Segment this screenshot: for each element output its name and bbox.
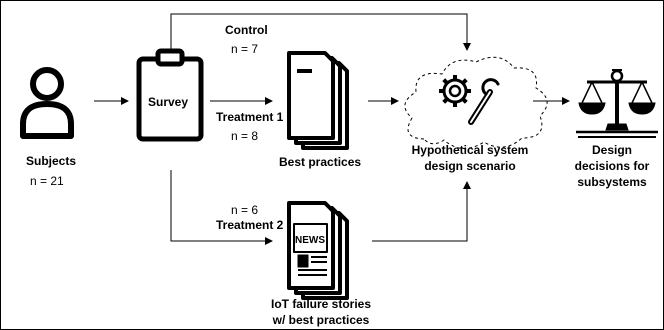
- treatment1-count: n = 8: [231, 129, 259, 143]
- control-count: n = 7: [231, 42, 259, 56]
- balance-scale-icon: [576, 69, 658, 138]
- newspaper-stack-icon: [287, 201, 349, 300]
- cloud-outline: [404, 56, 548, 149]
- arrow-treatment2: [170, 170, 273, 245]
- document-stack-icon: [287, 51, 349, 150]
- subjects-count: n = 21: [30, 174, 64, 188]
- iot-stories-line1: IoT failure stories: [270, 297, 372, 311]
- arrow-stories-to-scenario: [372, 181, 471, 242]
- control-label: Control: [225, 23, 268, 37]
- best-practices-label: Best practices: [279, 155, 362, 169]
- treatment1-label: Treatment 1: [216, 110, 284, 124]
- scenario-line1: Hypothetical system: [411, 143, 529, 157]
- treatment2-count: n = 6: [231, 203, 259, 217]
- subjects-label: Subjects: [26, 154, 77, 168]
- news-badge: NEWS: [295, 235, 325, 246]
- clipboard-icon: [136, 48, 204, 142]
- treatment2-label: Treatment 2: [216, 218, 284, 232]
- decisions-line2: decisions for: [574, 159, 650, 173]
- wrench-icon: [468, 78, 500, 125]
- connectors: [94, 13, 570, 245]
- survey-label: Survey: [148, 95, 189, 109]
- gear-wrench-cloud-icon: [404, 56, 548, 149]
- iot-stories-line2: w/ best practices: [272, 313, 370, 327]
- scenario-line2: design scenario: [424, 159, 516, 173]
- gear-icon: [439, 75, 471, 107]
- person-icon: [20, 67, 74, 139]
- decisions-line1: Design: [591, 143, 632, 157]
- arrow-control: [170, 13, 471, 52]
- decisions-line3: subsystems: [577, 175, 647, 189]
